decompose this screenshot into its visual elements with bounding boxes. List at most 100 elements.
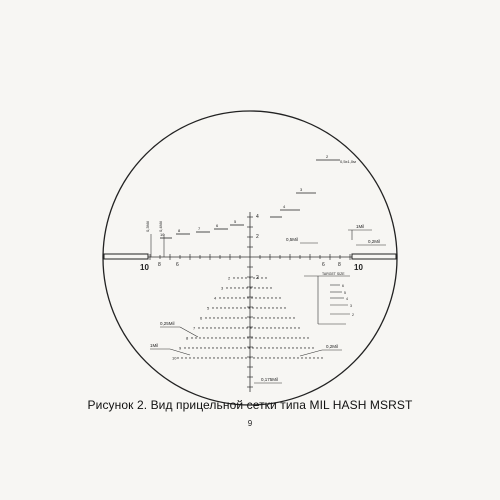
horizontal-mil-ticks — [149, 254, 351, 260]
ladder-dot — [189, 357, 191, 359]
target-size-label: TARGET SIZE — [322, 272, 345, 276]
ladder-dot — [276, 347, 278, 349]
ladder-dot — [216, 347, 218, 349]
ladder-dot — [250, 287, 252, 289]
ladder-dot — [239, 337, 241, 339]
stadia-number: 4 — [283, 204, 286, 209]
ladder-dot — [219, 297, 221, 299]
ladder-dot — [230, 287, 232, 289]
ladder-dot — [223, 337, 225, 339]
ladder-dot — [267, 337, 269, 339]
left-thick-post — [103, 253, 149, 260]
ladder-row-number: 8 — [186, 336, 189, 341]
right-mil-annotation: 1Mil — [356, 224, 364, 229]
ladder-dot — [232, 307, 234, 309]
stadia-number: 10 — [160, 232, 165, 237]
ladder-dot — [256, 347, 258, 349]
ladder-dot — [244, 307, 246, 309]
left-hash-number: 6 — [176, 262, 179, 268]
ladder-dot — [234, 327, 236, 329]
ladder-dot — [242, 327, 244, 329]
ladder-dot — [228, 307, 230, 309]
ladder-dot — [239, 297, 241, 299]
ladder-dot — [295, 337, 297, 339]
ladder-dot — [248, 347, 250, 349]
ladder-dot — [219, 337, 221, 339]
ladder-dot — [209, 317, 211, 319]
ladder-dot — [192, 347, 194, 349]
ladder-dot — [220, 347, 222, 349]
ladder-dot — [237, 277, 239, 279]
ladder-dot — [205, 317, 207, 319]
ladder-dot — [297, 357, 299, 359]
ladder-dot — [253, 277, 255, 279]
range-scale-number: 5 — [344, 291, 346, 295]
ladder-row-number: 5 — [207, 306, 210, 311]
ladder-dot — [213, 317, 215, 319]
ladder-dot — [255, 337, 257, 339]
ladder-dot — [185, 357, 187, 359]
range-scale-number: 3 — [350, 304, 352, 308]
ladder-dot — [245, 317, 247, 319]
ladder-dot — [270, 287, 272, 289]
ladder-dot — [228, 347, 230, 349]
ladder-dot — [291, 337, 293, 339]
ladder-dot — [269, 357, 271, 359]
ladder-dot — [263, 297, 265, 299]
ladder-dot — [236, 307, 238, 309]
ladder-dot — [283, 337, 285, 339]
range-finder-scale — [304, 275, 350, 325]
ladder-dot — [268, 347, 270, 349]
ladder-dot — [227, 297, 229, 299]
ladder-dot — [204, 347, 206, 349]
ladder-dot — [257, 357, 259, 359]
ladder-dot — [290, 327, 292, 329]
vertical-mil-ticks — [247, 216, 253, 388]
ladder-dot — [246, 327, 248, 329]
ladder-dot — [177, 357, 179, 359]
ladder-dot — [221, 317, 223, 319]
ladder-dot — [199, 337, 201, 339]
ladder-dot — [272, 307, 274, 309]
ladder-dot — [285, 317, 287, 319]
ladder-dot — [237, 317, 239, 319]
ladder-dot — [241, 317, 243, 319]
ladder-dot — [288, 347, 290, 349]
ladder-dot — [201, 357, 203, 359]
figure-caption: Рисунок 2. Вид прицельной сетки типа MIL… — [87, 398, 413, 412]
ladder-dot — [196, 347, 198, 349]
stadia-number: 2 — [326, 154, 329, 159]
ladder-dot — [231, 337, 233, 339]
stadia-number: 7 — [198, 226, 201, 231]
ladder-dot — [294, 327, 296, 329]
ladder-dot — [280, 307, 282, 309]
ladder-dot — [213, 357, 215, 359]
ladder-dot — [261, 277, 263, 279]
ladder-dot — [275, 337, 277, 339]
ladder-dot — [265, 357, 267, 359]
ladder-dot — [300, 347, 302, 349]
ladder-dot — [229, 357, 231, 359]
ladder-dot — [181, 357, 183, 359]
right-lower-02-annotation: 0,2Mil — [326, 344, 338, 349]
upper-left-annotation: 0,4Mil — [158, 221, 163, 232]
ladder-dot — [221, 357, 223, 359]
ladder-dot — [243, 337, 245, 339]
ladder-dot — [278, 327, 280, 329]
ladder-dot — [259, 337, 261, 339]
ladder-dot — [260, 347, 262, 349]
ladder-dot — [231, 297, 233, 299]
ladder-dot — [267, 297, 269, 299]
ladder-dot — [247, 337, 249, 339]
ladder-dot — [273, 317, 275, 319]
lower-annotation-leaders — [150, 326, 342, 384]
right-hash-number: 6 — [322, 262, 325, 268]
ladder-dot — [265, 277, 267, 279]
ladder-dot — [184, 347, 186, 349]
ladder-dot — [233, 317, 235, 319]
ladder-dot — [307, 337, 309, 339]
ladder-dot — [236, 347, 238, 349]
